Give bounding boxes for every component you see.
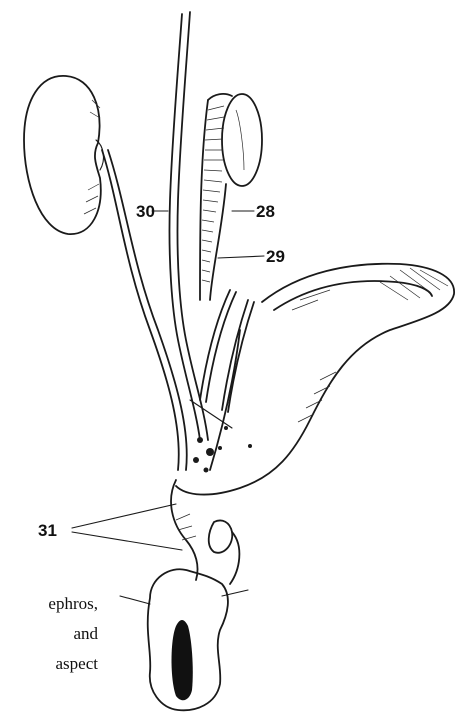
bulb — [120, 569, 248, 710]
caption-line-3: aspect — [56, 654, 99, 673]
caption-line-2: and — [73, 624, 98, 643]
bladder — [176, 264, 454, 495]
label-31: 31 — [38, 521, 57, 540]
label-29: 29 — [266, 247, 285, 266]
caption-line-1: ephros, — [48, 594, 98, 613]
ducts — [190, 290, 254, 428]
label-28: 28 — [256, 202, 275, 221]
leader-lines — [72, 211, 264, 550]
speckles — [193, 426, 252, 473]
testis-coil — [200, 94, 262, 300]
label-30: 30 — [136, 202, 155, 221]
kidney — [24, 76, 103, 234]
vessel-30 — [169, 12, 208, 440]
